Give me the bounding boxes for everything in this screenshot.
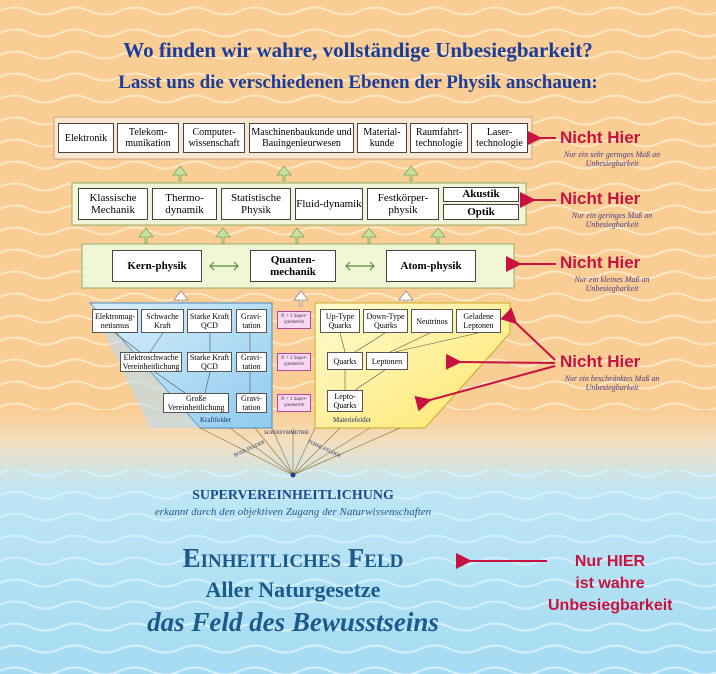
level1-box-electronics: Elektronik (58, 123, 114, 153)
level1-box-computer: Computer-wissenschaft (183, 123, 245, 153)
level2-box-statistical: Statistische Physik (221, 188, 291, 220)
level1-box-aerospace: Raumfahrt-technologie (410, 123, 468, 153)
matter-fields-label: Materiefelder (333, 416, 372, 424)
level3-box-atomic: Atom-physik (386, 250, 476, 282)
superunification-subtitle: erkannt durch den objektiven Zugang der … (154, 506, 432, 518)
force-fields-label: Kraftfelder (200, 416, 232, 424)
level3-box-nuclear: Kern-physik (112, 250, 202, 282)
susy-box-3: N = 1 Super-symmetrie (277, 394, 311, 412)
level2-box-fluid: Fluid-dynamik (295, 188, 363, 220)
subheadline: Lasst uns die verschiedenen Ebenen der P… (118, 72, 598, 93)
force-box-electromagnetism: Elektromag-netismus (92, 309, 138, 333)
level2-box-classical: Klassische Mechanik (78, 188, 148, 220)
force-box-grand-unification: Große Vereinheitlichung (163, 393, 229, 413)
force-box-gravitation-3: Gravi-tation (236, 393, 267, 413)
force-box-electroweak: Elektroschwache Vereinheitlichung (120, 352, 182, 372)
unified-field-subtitle: Aller Naturgesetze (205, 577, 381, 602)
force-box-gravitation-1: Gravi-tation (236, 309, 267, 333)
matter-box-leptoquarks: Lepto-Quarks (327, 390, 363, 412)
force-box-strong-qcd: Starke Kraft QCD (187, 309, 232, 333)
susy-box-2: N = 1 Super-symmetrie (277, 353, 311, 371)
matter-box-quarks: Quarks (327, 352, 363, 370)
level1-box-laser: Laser-technologie (471, 123, 528, 153)
level2-box-thermo: Thermo-dynamik (152, 188, 217, 220)
level1-box-telecom: Telekom-munikation (117, 123, 179, 153)
matter-box-up-quarks: Up-Type Quarks (320, 309, 360, 333)
matter-box-charged-leptons: Geladene Leptonen (456, 309, 501, 333)
level2-box-optics: Optik (443, 204, 519, 220)
only-here-line2: ist wahre (575, 575, 645, 592)
supersymmetry-label: SUPERSYMMETRIE (264, 431, 310, 436)
matter-box-leptons: Leptonen (366, 352, 408, 370)
level2-box-acoustics: Akustik (443, 187, 519, 202)
susy-box-1: N = 1 Super-symmetrie (277, 311, 311, 329)
only-here-line1: Nur HIER (574, 553, 646, 570)
level2-box-solidstate: Festkörper-physik (367, 188, 439, 220)
headline: Wo finden wir wahre, vollständige Unbesi… (123, 38, 593, 62)
only-here-line3: Unbesiegbarkeit (548, 597, 673, 614)
annotation-sub-4: Nur ein beschränktes Maß an Unbesiegbark… (564, 374, 660, 392)
matter-box-down-quarks: Down-Type Quarks (363, 309, 408, 333)
level1-box-engineering: Maschinenbaukunde und Bauingenieurwesen (249, 123, 354, 153)
force-box-weak: Schwache Kraft (141, 309, 184, 333)
annotation-sub-1: Nur ein sehr geringes Maß an Unbesiegbar… (563, 150, 661, 168)
force-box-strong-qcd-2: Starke Kraft QCD (187, 352, 232, 372)
annotation-title-1: Nicht Hier (560, 128, 641, 147)
unified-field-title: Einheitliches Feld (182, 543, 404, 573)
annotation-title-3: Nicht Hier (560, 253, 641, 272)
annotation-title-2: Nicht Hier (560, 189, 641, 208)
level1-box-materials: Material-kunde (357, 123, 407, 153)
annotation-title-4: Nicht Hier (560, 352, 641, 371)
consciousness-field-title: das Feld des Bewusstseins (147, 607, 439, 637)
annotation-sub-2: Nur ein geringes Maß an Unbesiegbarkeit (571, 211, 653, 229)
force-box-gravitation-2: Gravi-tation (236, 352, 267, 372)
level3-box-quantum: Quanten-mechanik (250, 250, 336, 282)
superunification-title: SUPERVEREINHEITLICHUNG (192, 488, 394, 503)
matter-box-neutrinos: Neutrinos (411, 309, 453, 333)
annotation-sub-3: Nur ein kleines Maß an Unbesiegbarkeit (574, 275, 650, 293)
